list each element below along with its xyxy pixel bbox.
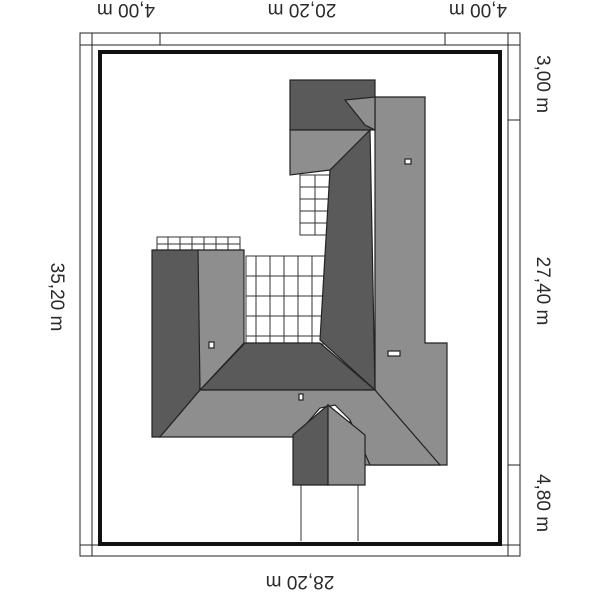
roof-north-ridge [343, 96, 376, 131]
skylight-2 [208, 341, 215, 349]
dim-top-middle: 20,20 m [268, 0, 337, 20]
dim-right-bottom: 4,80 m [532, 474, 553, 532]
dim-right-top: 3,00 m [532, 55, 553, 113]
skylight-4 [298, 393, 304, 401]
skylight-1 [404, 158, 412, 165]
dim-right-middle: 27,40 m [532, 257, 553, 326]
plot-boundary [98, 50, 502, 546]
pergola-north [299, 174, 331, 236]
house-roof [151, 79, 448, 486]
roof-west-wing-light [197, 249, 245, 392]
pergola-courtyard [245, 255, 327, 345]
dim-top-right: 4,00 m [449, 0, 507, 20]
driveway [300, 485, 359, 541]
dim-top-left: 4,00 m [97, 0, 155, 20]
roof-entrance-light [327, 403, 366, 486]
pergola-west [156, 236, 241, 252]
dim-bottom: 28,20 m [266, 571, 335, 592]
dim-left: 35,20 m [46, 263, 67, 332]
roof-north-slope [289, 129, 372, 176]
skylight-3 [387, 350, 401, 357]
